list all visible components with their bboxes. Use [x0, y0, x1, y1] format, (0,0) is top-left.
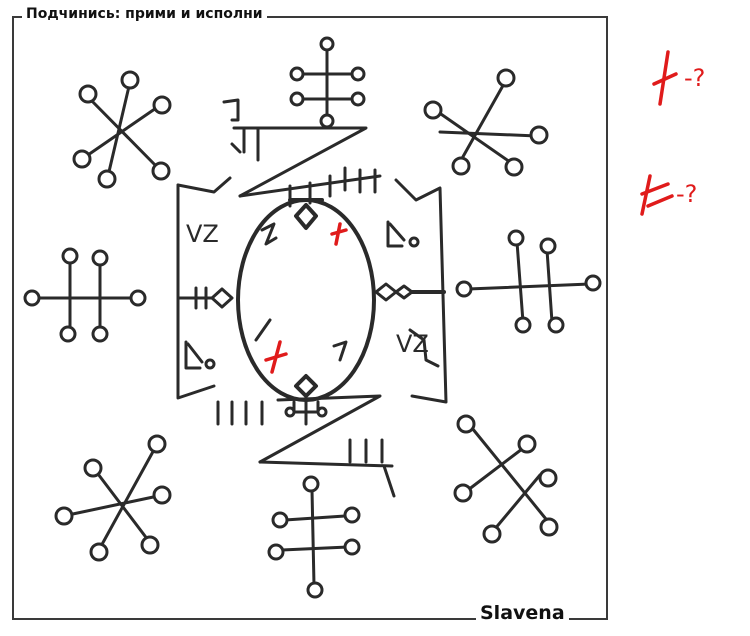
- top-left-sigil: [72, 70, 172, 189]
- glyph-label-right: VZ: [396, 330, 429, 358]
- frame-border: [12, 16, 608, 620]
- red-runes: [264, 50, 678, 374]
- central-figure: [176, 98, 448, 498]
- right-sigil: [455, 229, 602, 334]
- top-sigil: [289, 36, 366, 129]
- glyph-label-left: VZ: [186, 220, 219, 248]
- question-mark-bottom: -?: [676, 180, 697, 208]
- top-right-sigil: [423, 68, 549, 177]
- page-title: Подчинись: прими и исполни: [22, 6, 267, 22]
- bottom-left-sigil: [54, 434, 172, 562]
- question-mark-top: -?: [684, 64, 705, 92]
- bottom-right-sigil: [453, 414, 559, 544]
- left-sigil: [23, 247, 147, 343]
- signature-label: Slavena: [476, 602, 569, 624]
- bottom-sigil: [267, 475, 361, 599]
